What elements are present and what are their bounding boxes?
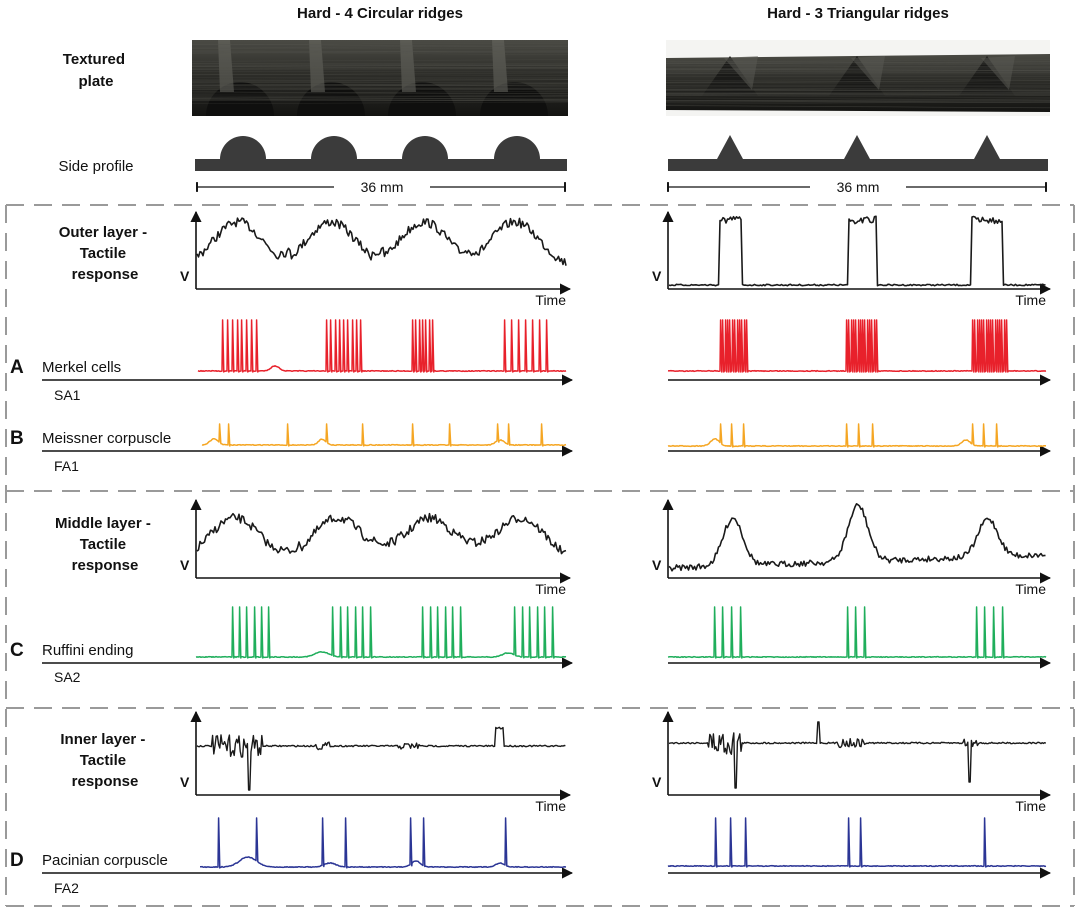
receptor-code-fa1: FA1 <box>54 458 79 474</box>
spikes-pacinian-triangular <box>667 817 1047 868</box>
axis-label-v: V <box>180 268 190 284</box>
spikes-ruffini-triangular <box>667 606 1047 659</box>
axes-inner-triangular: V Time <box>652 710 1052 814</box>
side-profile-triangular <box>668 135 1048 171</box>
spikes-ruffini-circular <box>195 606 567 659</box>
receptor-name-ruffini: Ruffini ending <box>42 642 133 659</box>
axis-label-time: Time <box>535 292 566 308</box>
spikes-pacinian-circular <box>200 817 567 869</box>
receptor-label-meissner: B Meissner corpuscle FA1 <box>10 428 171 474</box>
receptor-letter-d: D <box>10 850 24 871</box>
row-label-textured-plate: Textured plate <box>63 51 129 90</box>
axes-middle-triangular: V Time <box>652 498 1052 597</box>
axes-inner-circular: V Time <box>180 710 572 814</box>
side-profile-circular <box>195 136 567 171</box>
receptor-name-pacinian: Pacinian corpuscle <box>42 852 168 869</box>
trace-outer-circular <box>196 217 567 266</box>
axis-label-time: Time <box>535 581 566 597</box>
axis-label-v: V <box>180 557 190 573</box>
spikes-meissner-circular <box>201 423 567 447</box>
axis-label-time: Time <box>1015 292 1046 308</box>
row-label-side-profile: Side profile <box>58 158 133 175</box>
spikes-merkel-circular <box>197 319 567 373</box>
axes-outer-triangular: V Time <box>652 210 1052 308</box>
receptor-letter-a: A <box>10 357 24 378</box>
dimension-triangular: 36 mm <box>667 179 1047 195</box>
plate-photo-triangular <box>665 40 1051 116</box>
receptor-label-ruffini: C Ruffini ending SA2 <box>10 640 133 685</box>
dimension-label-circular: 36 mm <box>361 179 404 195</box>
axes-middle-circular: V Time <box>180 498 572 597</box>
receptor-letter-c: C <box>10 640 24 661</box>
trace-outer-triangular <box>668 215 1046 287</box>
axis-label-v: V <box>180 774 190 790</box>
axis-label-time: Time <box>1015 798 1046 814</box>
axis-label-time: Time <box>1015 581 1046 597</box>
receptor-letter-b: B <box>10 428 24 449</box>
receptor-code-fa2: FA2 <box>54 880 79 896</box>
column-title-circular: Hard - 4 Circular ridges <box>297 5 463 22</box>
axes-outer-circular: V Time <box>180 210 572 308</box>
trace-middle-triangular <box>668 502 1046 572</box>
dimension-label-triangular: 36 mm <box>837 179 880 195</box>
receptor-label-merkel: A Merkel cells SA1 <box>10 357 121 403</box>
axis-label-v: V <box>652 268 662 284</box>
trace-inner-triangular <box>668 721 1047 789</box>
column-title-triangular: Hard - 3 Triangular ridges <box>767 5 949 22</box>
receptor-code-sa2: SA2 <box>54 669 81 685</box>
receptor-name-merkel: Merkel cells <box>42 359 121 376</box>
plate-photo-circular <box>191 40 569 116</box>
trace-inner-circular <box>196 726 566 791</box>
layer-label-inner: Inner layer - Tactile response <box>60 731 149 790</box>
layer-label-outer: Outer layer - Tactile response <box>59 224 152 283</box>
receptor-name-meissner: Meissner corpuscle <box>42 430 171 447</box>
spikes-merkel-triangular <box>667 319 1047 373</box>
receptor-code-sa1: SA1 <box>54 387 81 403</box>
spikes-meissner-triangular <box>667 423 1047 448</box>
trace-middle-circular <box>196 512 567 555</box>
receptor-label-pacinian: D Pacinian corpuscle FA2 <box>10 850 168 896</box>
axis-label-v: V <box>652 557 662 573</box>
section-dividers <box>5 204 1075 907</box>
axis-label-time: Time <box>535 798 566 814</box>
axis-label-v: V <box>652 774 662 790</box>
layer-label-middle: Middle layer - Tactile response <box>55 515 155 574</box>
dimension-circular: 36 mm <box>196 179 566 195</box>
